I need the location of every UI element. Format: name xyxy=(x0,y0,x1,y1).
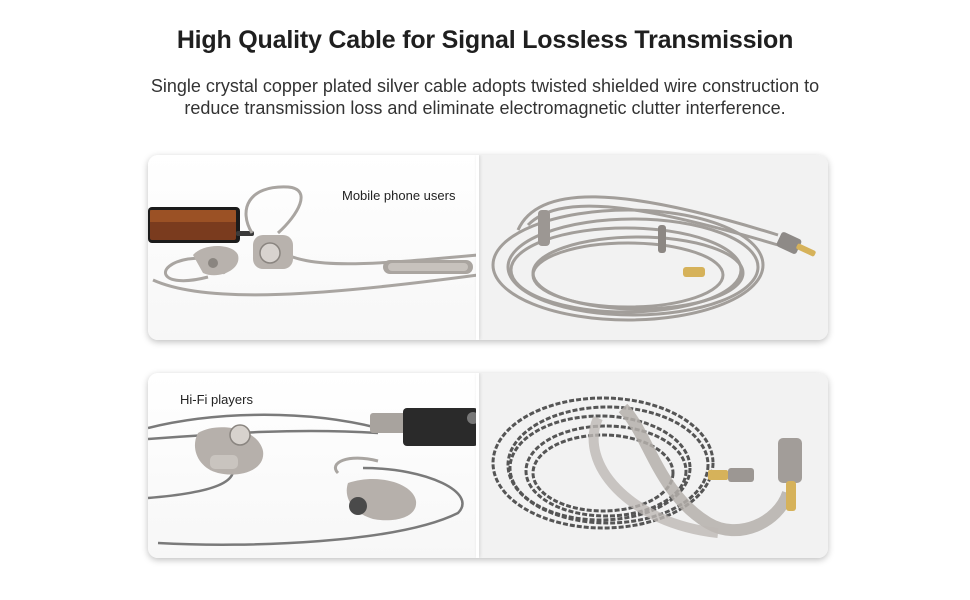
panel-divider xyxy=(476,373,479,558)
page-description: Single crystal copper plated silver cabl… xyxy=(0,75,970,119)
mmcx-connector xyxy=(728,468,754,482)
coiled-cable-illustration xyxy=(491,195,816,322)
panel-label: Mobile phone users xyxy=(342,188,456,203)
page-title: High Quality Cable for Signal Lossless T… xyxy=(176,26,794,54)
dac-dongle xyxy=(403,408,478,446)
audio-plug xyxy=(776,232,802,254)
mic-remote xyxy=(538,210,550,246)
cable-loop-right xyxy=(244,185,303,235)
main-cable xyxy=(152,273,478,297)
y-splitter xyxy=(658,225,666,253)
coiled-cable-with-mic-image xyxy=(478,155,828,340)
dac-connector xyxy=(370,413,408,433)
earphones-with-dac-image: Hi-Fi players xyxy=(148,373,478,558)
mobile-phone-users-panel: Mobile phone users xyxy=(148,155,828,340)
coiled-braided-cable-image xyxy=(478,373,828,558)
earphones-with-phone-image: Mobile phone users xyxy=(148,155,478,340)
hifi-players-panel: Hi-Fi players xyxy=(148,373,828,558)
panel-label: Hi-Fi players xyxy=(180,392,253,407)
right-angle-plug xyxy=(778,438,802,483)
braided-cable-illustration xyxy=(491,396,802,538)
description-line-1: Single crystal copper plated silver cabl… xyxy=(150,76,820,96)
panel-divider xyxy=(476,155,479,340)
usb-c-plug xyxy=(236,231,254,236)
earphones-with-dac-illustration xyxy=(148,408,478,546)
earphones-with-phone-illustration xyxy=(148,185,478,297)
description-line-2: reduce transmission loss and eliminate e… xyxy=(184,98,786,118)
